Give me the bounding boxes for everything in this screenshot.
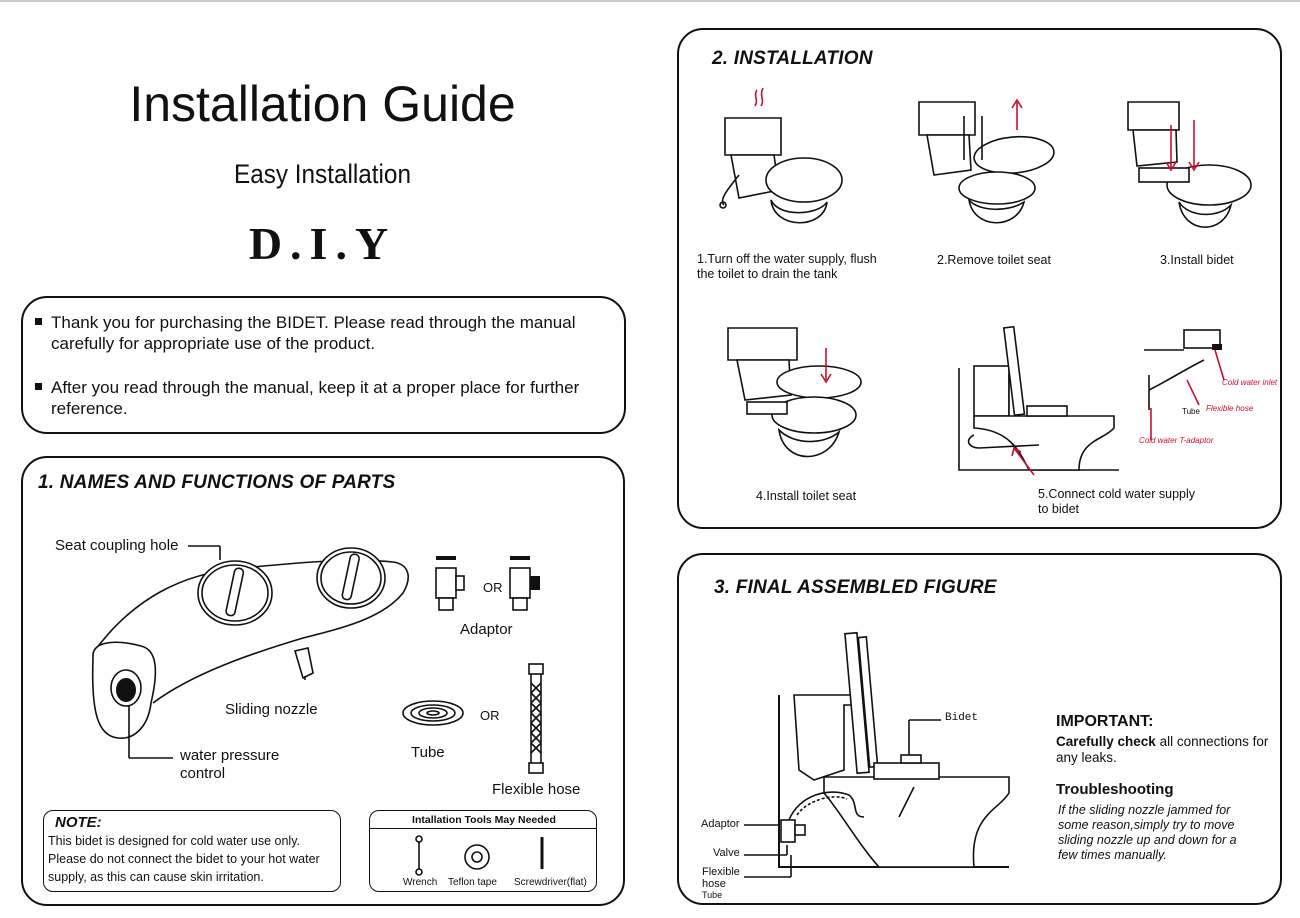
note-text: This bidet is designed for cold water us… xyxy=(48,834,320,884)
note-box: NOTE: This bidet is designed for cold wa… xyxy=(43,810,341,892)
intro-bullet-1: Thank you for purchasing the BIDET. Plea… xyxy=(51,313,576,353)
important-text: Carefully check all connections for any … xyxy=(1056,734,1271,766)
tools-box: Intallation Tools May Needed Wrench Tefl… xyxy=(369,810,597,892)
tools-teflon-label: Teflon tape xyxy=(448,877,497,888)
final-heading: 3. FINAL ASSEMBLED FIGURE xyxy=(714,577,997,598)
step2-caption: 2.Remove toilet seat xyxy=(937,253,1051,267)
final-tube-label: Tube xyxy=(702,890,723,900)
intro-bullet-2: After you read through the manual, keep … xyxy=(51,378,580,418)
page-subtitle: Easy Installation xyxy=(234,159,411,189)
parts-heading: 1. NAMES AND FUNCTIONS OF PARTS xyxy=(38,472,396,493)
cold-water-inlet-label: Cold water inlet xyxy=(1222,378,1278,387)
page-title: Installation Guide xyxy=(129,76,516,132)
or-label-adaptor: OR xyxy=(483,580,503,595)
detail-tube-label: Tube xyxy=(1182,407,1200,416)
step5-caption: 5.Connect cold water supply to bidet xyxy=(1038,487,1196,516)
final-assembly-drawing xyxy=(744,631,1010,878)
diy-label: D.I.Y xyxy=(248,218,397,269)
step1-caption: 1.Turn off the water supply, flush the t… xyxy=(697,252,877,281)
final-flexible-hose-label: Flexible hose xyxy=(702,866,740,890)
seat-coupling-hole-label: Seat coupling hole xyxy=(55,537,179,554)
tools-wrench-label: Wrench xyxy=(403,877,438,888)
tools-divider xyxy=(370,828,596,829)
important-rest: all connections for any leaks. xyxy=(1056,734,1269,765)
parts-panel: 1. NAMES AND FUNCTIONS OF PARTS xyxy=(21,456,625,906)
important-bold: Carefully check xyxy=(1056,734,1156,749)
final-adaptor-label: Adaptor xyxy=(701,818,740,830)
step4-toilet-drawing xyxy=(727,327,862,458)
bullet-marker xyxy=(35,318,42,325)
cold-water-t-adaptor-label: Cold water T-adaptor xyxy=(1139,436,1214,445)
tube-label: Tube xyxy=(411,744,445,761)
tools-illustration xyxy=(415,835,544,876)
bullet-marker xyxy=(35,383,42,390)
water-pressure-control-label: water pressure control xyxy=(180,747,280,782)
flexible-hose-label: Flexible hose xyxy=(492,781,581,798)
or-label-hose: OR xyxy=(480,708,500,723)
note-title: NOTE: xyxy=(55,814,102,831)
troubleshooting-title: Troubleshooting xyxy=(1056,781,1174,798)
intro-panel: Thank you for purchasing the BIDET. Plea… xyxy=(21,296,626,434)
top-rule xyxy=(0,0,1300,2)
step5-side-view-drawing xyxy=(958,325,1119,476)
tools-screwdriver-label: Screwdriver(flat) xyxy=(514,877,587,888)
adaptor-label: Adaptor xyxy=(460,621,513,638)
installation-heading: 2. INSTALLATION xyxy=(712,48,873,69)
installation-panel: 2. INSTALLATION xyxy=(677,28,1282,529)
sliding-nozzle-label: Sliding nozzle xyxy=(225,701,318,718)
bidet-unit-illustration xyxy=(91,545,544,774)
installation-illustrations xyxy=(719,87,1252,476)
troubleshooting-text: If the sliding nozzle jammed for some re… xyxy=(1058,803,1237,862)
step3-toilet-drawing xyxy=(1127,101,1252,228)
tools-title: Intallation Tools May Needed xyxy=(412,814,556,826)
final-valve-label: Valve xyxy=(713,847,740,859)
step1-toilet-drawing xyxy=(719,87,843,224)
step5-detail-drawing xyxy=(1144,329,1225,440)
important-title: IMPORTANT: xyxy=(1056,713,1154,730)
detail-flexible-hose-label: Flexible hose xyxy=(1206,404,1254,413)
step4-caption: 4.Install toilet seat xyxy=(756,489,857,503)
final-bidet-label: Bidet xyxy=(945,712,979,724)
step3-caption: 3.Install bidet xyxy=(1160,253,1234,267)
step2-toilet-drawing xyxy=(918,98,1055,224)
final-panel: 3. FINAL ASSEMBLED FIGURE Bidet Adaptor … xyxy=(677,553,1282,905)
